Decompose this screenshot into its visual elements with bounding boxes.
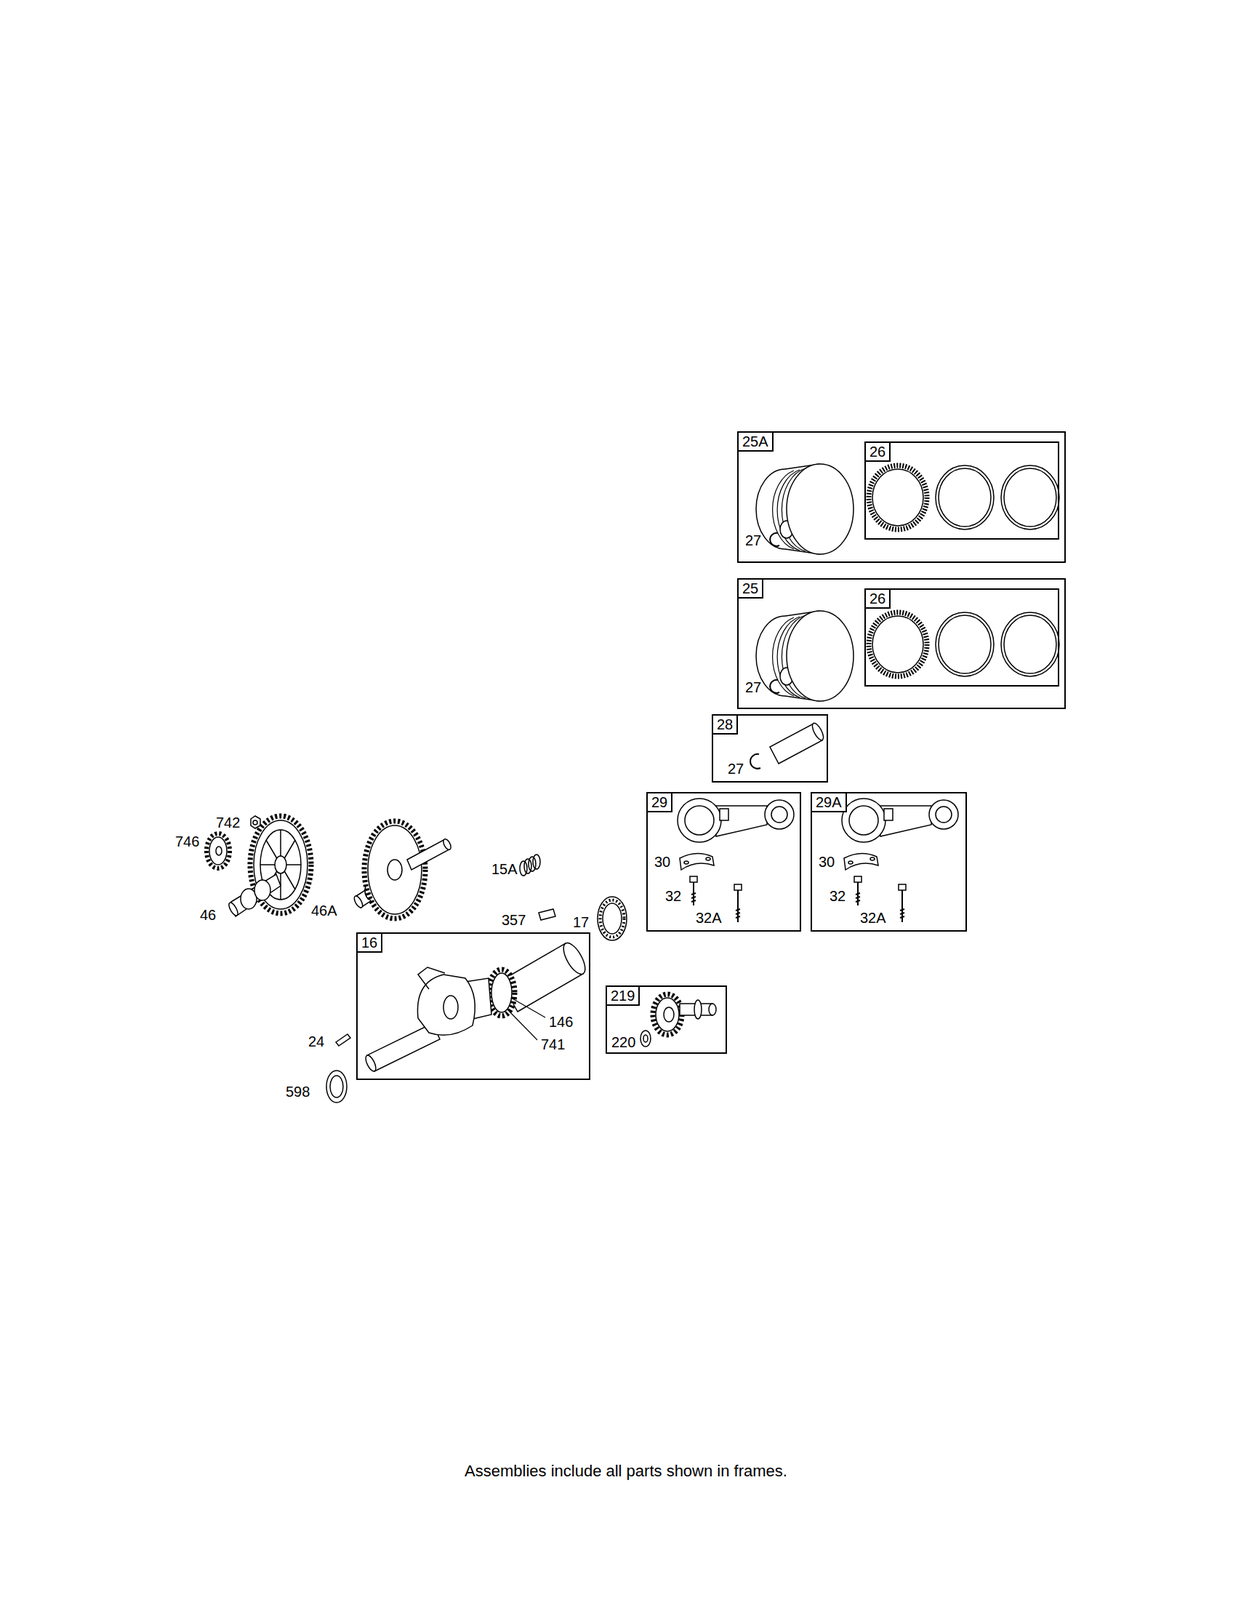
callout-number: 30 <box>654 852 671 871</box>
piston-pin-frame: 28 27 <box>711 713 829 783</box>
callout-number: 15A <box>491 860 518 878</box>
callout-number: 27 <box>745 678 762 696</box>
callout-number: 30 <box>818 852 835 871</box>
callout-number: 46 <box>199 905 216 924</box>
assembly-number: 26 <box>865 442 891 462</box>
callout-number: 32 <box>665 886 682 905</box>
callout-number: 598 <box>285 1082 310 1100</box>
assembly-number: 28 <box>713 715 738 735</box>
callout-number: 32 <box>829 886 846 905</box>
callout-number: 24 <box>308 1032 325 1050</box>
assembly-number: 26 <box>865 589 891 609</box>
callout-number: 32A <box>695 908 722 927</box>
connecting-rod-frame: 29 30 32 32A <box>646 791 802 932</box>
callout-number: 742 <box>215 813 240 831</box>
piston-assembly-frame: 25A 27 26 <box>737 431 1066 563</box>
gear-assembly-frame: 219 220 <box>605 985 728 1054</box>
callout-number: 27 <box>745 531 762 549</box>
footnote-caption: Assemblies include all parts shown in fr… <box>335 1460 917 1481</box>
assembly-number: 25 <box>738 579 764 599</box>
callout-number: 27 <box>727 759 744 778</box>
crankshaft-frame: 16 146 741 <box>356 932 591 1080</box>
ring-set-frame: 26 <box>864 441 1060 540</box>
connecting-rod-frame: 29A 30 32 32A <box>810 791 967 932</box>
callout-number: 46A <box>311 901 338 919</box>
assembly-number: 25A <box>738 432 774 452</box>
ring-set-frame: 26 <box>864 588 1060 687</box>
assembly-number: 219 <box>607 986 640 1006</box>
callout-number: 17 <box>572 913 589 931</box>
callout-number: 357 <box>501 910 526 929</box>
assembly-number: 29 <box>647 793 673 813</box>
piston-assembly-frame: 25 27 26 <box>737 577 1066 709</box>
callout-number: 746 <box>175 832 200 850</box>
callout-number: 146 <box>548 1012 573 1031</box>
callout-number: 220 <box>611 1033 636 1051</box>
callout-number: 741 <box>540 1035 565 1053</box>
callout-number: 32A <box>860 908 887 927</box>
assembly-number: 29A <box>812 793 847 813</box>
assembly-number: 16 <box>357 933 383 953</box>
